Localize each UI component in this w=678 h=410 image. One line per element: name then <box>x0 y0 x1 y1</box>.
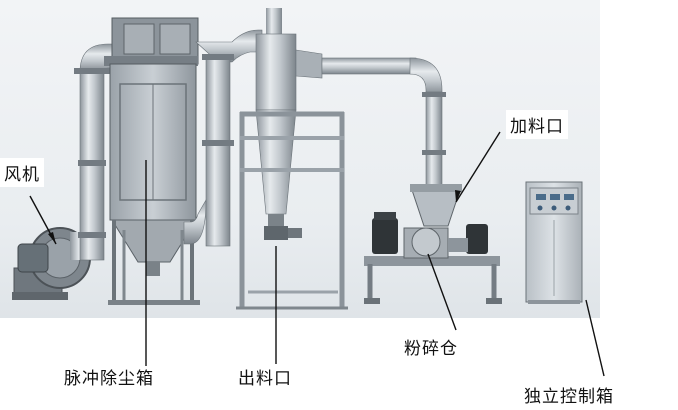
pointer-crushing-chamber <box>427 253 457 331</box>
arrowhead-fan <box>48 232 56 244</box>
pointer-arrowheads <box>48 190 461 244</box>
pulse-dust-collector <box>104 17 200 305</box>
control-cabinet <box>525 181 583 304</box>
pointer-feed-inlet <box>455 131 501 203</box>
label-feed-inlet: 加料口 <box>506 110 568 139</box>
arrowhead-feed-inlet <box>455 190 461 202</box>
label-control-cabinet: 独立控制箱 <box>524 387 614 407</box>
pointer-control-cabinet <box>585 299 605 377</box>
label-crushing-chamber: 粉碎仓 <box>404 339 458 359</box>
label-pulse-dust-box: 脉冲除尘箱 <box>64 369 154 389</box>
connecting-duct <box>183 29 263 247</box>
label-discharge-outlet: 出料口 <box>238 369 292 389</box>
top-duct <box>295 49 446 189</box>
label-fan: 风机 <box>0 158 44 187</box>
crusher-unit <box>364 184 502 304</box>
fan-unit <box>12 227 96 300</box>
cyclone-separator <box>236 8 348 310</box>
